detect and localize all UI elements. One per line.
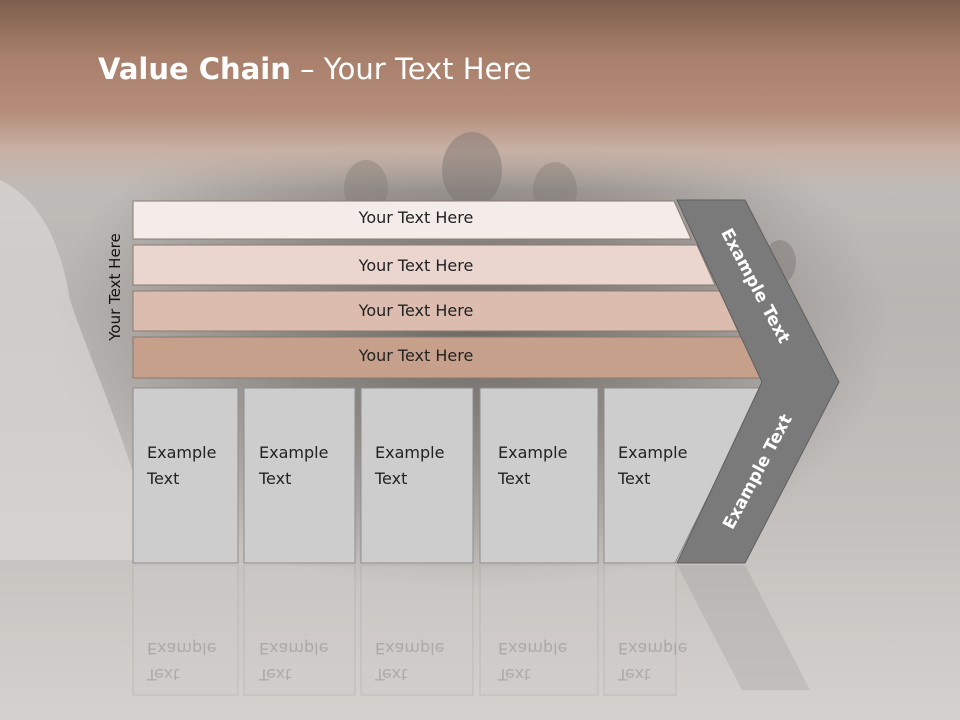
- band-2: [132, 244, 716, 286]
- cell-3: [360, 387, 474, 564]
- cell-1: [132, 387, 239, 564]
- band-label-3: Your Text Here: [358, 301, 474, 320]
- cell-4: [479, 387, 599, 564]
- reflection-shapes: [132, 565, 677, 696]
- band-1: [132, 200, 692, 240]
- cell-2: [243, 387, 356, 564]
- margin-chevron: [676, 199, 840, 564]
- band-label-1: Your Text Here: [358, 208, 474, 227]
- band-label-2: Your Text Here: [358, 256, 474, 275]
- band-label-4: Your Text Here: [358, 346, 474, 365]
- cell-5: [603, 387, 763, 564]
- page-title: Value Chain – Your Text Here: [98, 52, 532, 86]
- chevron-reflection: [677, 565, 810, 690]
